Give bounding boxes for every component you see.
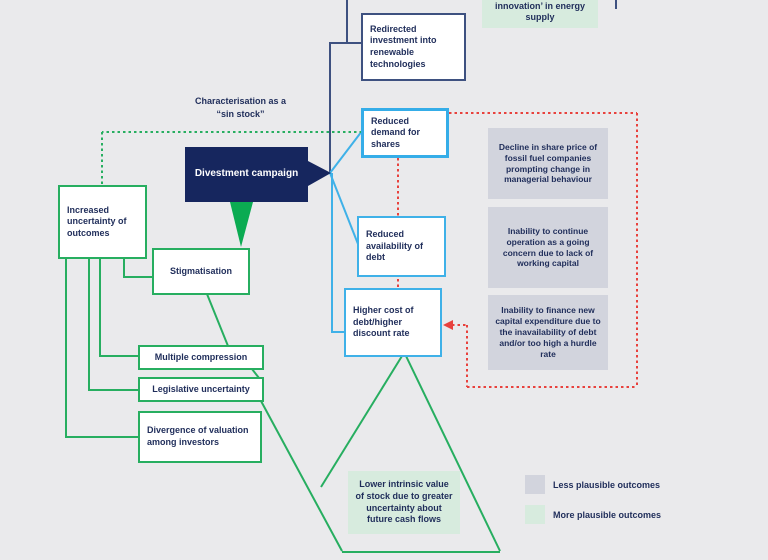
legend-label: More plausible outcomes	[553, 509, 662, 520]
node-label: innovation’ in energy	[494, 0, 585, 11]
node-label: Lower intrinsic value of stock due to gr…	[355, 479, 453, 525]
node-innovation-energy-supply: innovation’ in energy supply	[482, 0, 598, 28]
navy-connectors	[329, 0, 617, 174]
red-dotted-connectors	[397, 112, 638, 388]
node-inability-operation: Inability to continue operation as a goi…	[488, 207, 608, 288]
node-label: Divergence of valuation among investors	[147, 425, 249, 447]
node-label: Legislative uncertainty	[152, 383, 250, 394]
divestment-arrow-tail-icon	[308, 161, 331, 186]
legend-swatch-green	[525, 505, 545, 524]
node-legislative-uncertainty: Legislative uncertainty	[138, 377, 264, 402]
annotation-line: Characterisation as a	[194, 96, 287, 106]
legend-item-less-plausible: Less plausible outcomes	[525, 475, 660, 494]
node-label: Divestment campaign	[194, 168, 299, 180]
green-connectors	[65, 258, 501, 553]
node-label: Inability to continue operation as a goi…	[502, 225, 594, 269]
node-divestment-campaign: Divestment campaign	[185, 147, 308, 202]
node-multiple-compression: Multiple compression	[138, 345, 264, 370]
node-label: Multiple compression	[154, 351, 248, 362]
node-divergence-valuation: Divergence of valuation among investors	[138, 411, 262, 463]
node-label: Increased uncertainty of outcomes	[67, 204, 127, 238]
node-redirected-investment: Redirected investment into renewable tec…	[361, 13, 466, 81]
node-reduced-availability: Reduced availability of debt	[357, 216, 446, 277]
node-label: Reduced availability of debt	[366, 229, 424, 263]
node-label: Decline in share price of fossil fuel co…	[498, 141, 598, 185]
node-increased-uncertainty: Increased uncertainty of outcomes	[58, 185, 147, 259]
node-higher-cost: Higher cost of debt/higher discount rate	[344, 288, 442, 357]
node-label: Reduced demand for shares	[371, 115, 421, 149]
node-inability-finance: Inability to finance new capital expendi…	[488, 295, 608, 370]
blue-connectors	[329, 130, 363, 333]
node-label: Higher cost of debt/higher discount rate	[353, 305, 414, 339]
node-reduced-demand: Reduced demand for shares	[361, 108, 449, 158]
legend-item-more-plausible: More plausible outcomes	[525, 505, 661, 524]
node-label: Inability to finance new capital expendi…	[495, 305, 601, 359]
node-label: Stigmatisation	[169, 265, 232, 276]
node-lower-intrinsic-value: Lower intrinsic value of stock due to gr…	[348, 471, 460, 534]
legend-swatch-gray	[525, 475, 545, 494]
node-label: Redirected investment into renewable tec…	[370, 23, 437, 69]
node-decline-share-price: Decline in share price of fossil fuel co…	[488, 128, 608, 199]
red-arrowhead-icon	[443, 320, 453, 330]
green-pointer-icon	[230, 202, 253, 247]
legend-label: Less plausible outcomes	[553, 479, 661, 490]
annotation-characterisation: Characterisation as a “sin stock”	[158, 95, 323, 121]
node-stigmatisation: Stigmatisation	[152, 248, 250, 295]
node-label: supply	[525, 12, 555, 23]
annotation-line: “sin stock”	[216, 109, 265, 120]
green-dotted-connectors	[101, 131, 362, 185]
